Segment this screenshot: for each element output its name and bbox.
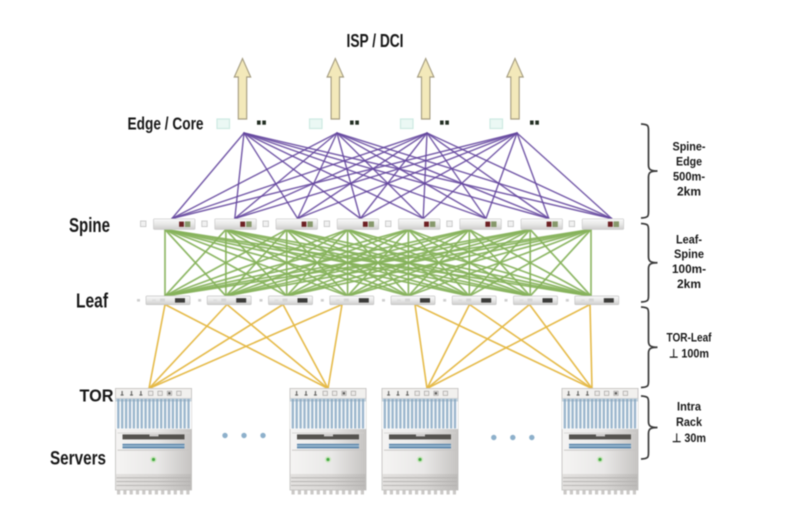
svg-text:TOR: TOR xyxy=(80,386,114,406)
svg-text:Intra: Intra xyxy=(677,400,701,414)
svg-text:⊥ 30m: ⊥ 30m xyxy=(672,431,706,445)
svg-text:⊥ 100m: ⊥ 100m xyxy=(669,347,709,361)
svg-text:TOR-Leaf: TOR-Leaf xyxy=(667,331,713,345)
svg-text:Servers: Servers xyxy=(50,449,106,470)
svg-text:Spine: Spine xyxy=(69,214,110,237)
svg-text:500m-: 500m- xyxy=(673,170,705,184)
svg-text:Edge: Edge xyxy=(676,155,702,169)
svg-text:Leaf-: Leaf- xyxy=(676,233,702,247)
svg-text:2km: 2km xyxy=(677,185,701,199)
svg-text:Edge / Core: Edge / Core xyxy=(128,114,204,134)
svg-text:Spine-: Spine- xyxy=(673,140,706,154)
svg-text:100m-: 100m- xyxy=(672,262,706,276)
svg-text:ISP / DCI: ISP / DCI xyxy=(347,30,404,51)
svg-text:Leaf: Leaf xyxy=(76,290,108,313)
svg-text:Spine: Spine xyxy=(674,247,704,261)
svg-text:2km: 2km xyxy=(677,277,701,291)
svg-text:Rack: Rack xyxy=(676,415,702,429)
